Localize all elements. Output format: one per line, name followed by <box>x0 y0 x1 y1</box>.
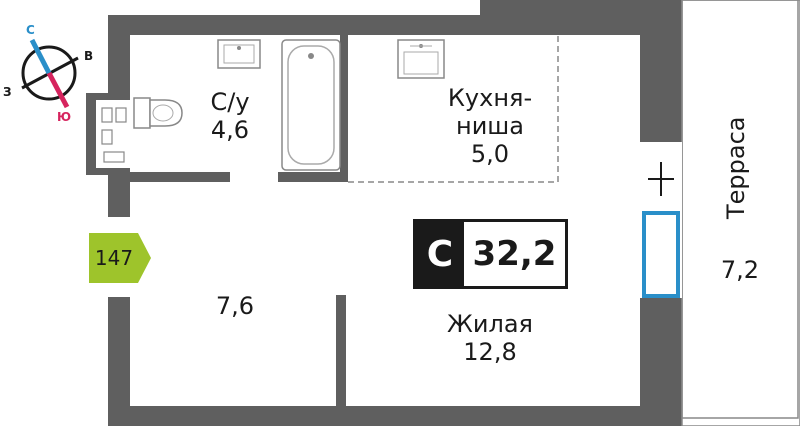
bathroom-area: 4,6 <box>210 116 250 144</box>
wall-left-top <box>108 15 130 95</box>
terrace-outline <box>681 0 800 426</box>
kitchen-niche-outline <box>348 35 559 183</box>
bathroom-label: С/у 4,6 <box>190 88 270 144</box>
living-divider <box>336 295 346 406</box>
wall-bottom <box>108 406 682 426</box>
bathroom-wall-2 <box>278 172 346 182</box>
toilet-icon <box>133 97 183 129</box>
apartment-number: 147 <box>94 246 134 270</box>
apartment-tag-shape <box>89 233 151 283</box>
living-room-name: Жилая <box>447 310 533 338</box>
terrace-area: 7,2 <box>720 256 760 284</box>
kitchen-divider <box>340 35 348 182</box>
compass-icon <box>21 38 79 109</box>
wall-right-upper <box>640 0 682 142</box>
wall-top-right-block <box>480 0 682 18</box>
terrace-window <box>642 211 680 298</box>
unit-badge: С 32,2 <box>413 219 568 289</box>
bathroom-sink-icon <box>217 39 261 69</box>
unit-total-area: 32,2 <box>472 234 557 274</box>
bathtub-icon <box>281 39 341 171</box>
compass-west-label: З <box>3 85 12 99</box>
kitchen-name-line2: ниша <box>456 112 524 140</box>
terrace-name: Терраса <box>722 116 750 219</box>
compass-south-label: Ю <box>57 110 72 124</box>
living-room-label: Жилая 12,8 <box>420 310 560 366</box>
bathroom-wall <box>130 172 230 182</box>
kitchen-label: Кухня- ниша 5,0 <box>430 84 550 168</box>
plus-icon <box>648 162 674 196</box>
wall-left-mid <box>108 175 130 217</box>
bathroom-name: С/у <box>210 88 250 116</box>
kitchen-area: 5,0 <box>470 140 510 168</box>
wall-left-bottom <box>108 297 130 426</box>
compass-north-label: С <box>26 23 35 37</box>
shaft-inner <box>96 100 130 168</box>
compass-east-label: В <box>84 49 94 63</box>
kitchen-sink-icon <box>397 39 445 79</box>
wall-top <box>108 15 640 35</box>
unit-type: С <box>416 222 464 286</box>
kitchen-name-line1: Кухня- <box>447 84 533 112</box>
wall-right-lower <box>640 298 682 426</box>
hallway-area: 7,6 <box>215 292 255 320</box>
utility-shaft-icon <box>101 107 127 163</box>
apartment-number-tag: 147 <box>89 233 151 283</box>
living-room-area: 12,8 <box>463 338 517 366</box>
